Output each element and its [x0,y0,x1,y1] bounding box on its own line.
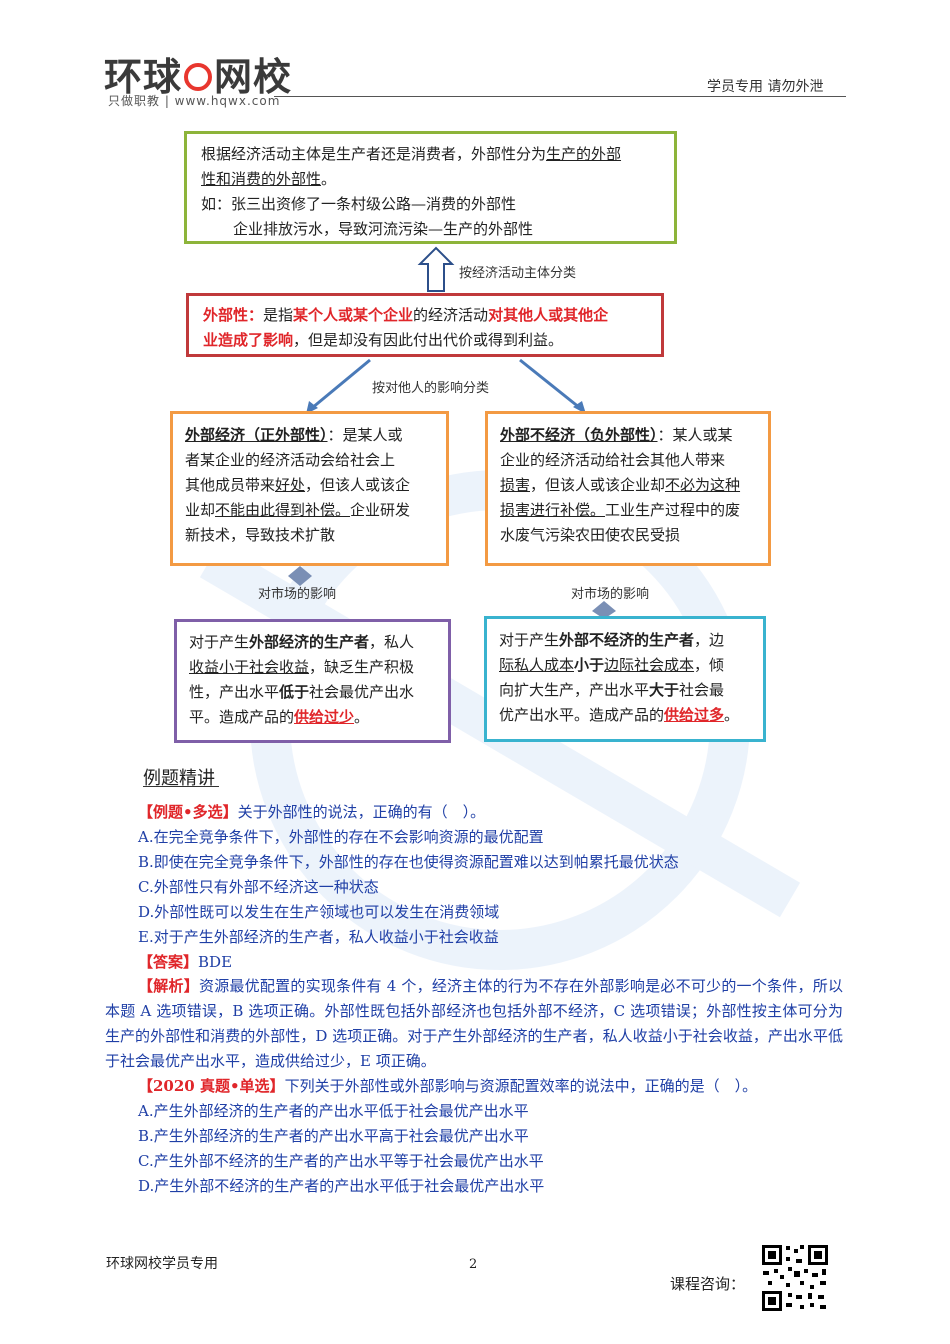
label-market-left: 对市场的影响 [258,587,337,602]
question-1-option: B.即使在完全竞争条件下，外部性的存在也使得资源配置难以达到帕累托最优状态 [138,853,679,871]
label-by-subject: 按经济活动主体分类 [459,266,577,281]
positive-externality-box: 外部经济（正外部性）：是某人或 者某企业的经济活动会给社会上 其他成员带来好处，… [170,411,449,566]
section-title-underline [143,786,219,787]
question-2-option: B.产生外部经济的生产者的产出水平高于社会最优产出水平 [138,1127,529,1145]
negative-externality-box: 外部不经济（负外部性）：某人或某 企业的经济活动给社会其他人带来 损害，但该人或… [485,411,771,566]
positive-market-effect-box: 对于产生外部经济的生产者，私人 收益小于社会收益，缺乏生产积极 性，产出水平低于… [174,619,451,743]
externality-by-subject-box: 根据经济活动主体是生产者还是消费者，外部性分为生产的外部 性和消费的外部性。 如… [184,131,677,244]
brand-logo: 环球网校 [104,55,293,99]
question-2-option: D.产生外部不经济的生产者的产出水平低于社会最优产出水平 [138,1177,545,1195]
question-1-option: E.对于产生外部经济的生产者，私人收益小于社会收益 [138,928,499,946]
left-diagonal-arrow [311,358,371,410]
label-market-right: 对市场的影响 [571,587,650,602]
header-notice: 学员专用 请勿外泄 [707,79,824,95]
right-diagonal-arrow [519,358,581,410]
question-1-option: D.外部性既可以发生在生产领域也可以发生在消费领域 [138,903,500,921]
question-1-analysis: 【解析】资源最优配置的实现条件有 4 个，经济主体的行为不存在外部影响是必不可少… [105,977,843,1070]
down-arrow-left-icon [288,566,312,586]
question-1-option: C.外部性只有外部不经济这一种状态 [138,878,379,896]
label-by-effect: 按对他人的影响分类 [372,381,490,396]
brand-slogan: 只做职教 | www.hqwx.com [108,94,281,108]
externality-definition-box: 外部性：是指某个人或某个企业的经济活动对其他人或其他企 业造成了影响，但是却没有… [186,293,664,357]
logo-circle-icon [184,62,213,91]
footer-brand: 环球网校学员专用 [106,1256,218,1272]
question-2-option: A.产生外部经济的生产者的产出水平低于社会最优产出水平 [138,1102,529,1120]
question-2-stem: 【2020 真题•单选】下列关于外部性或外部影响与资源配置效率的说法中，正确的是… [138,1077,758,1095]
question-1-option: A.在完全竞争条件下，外部性的存在不会影响资源的最优配置 [138,828,544,846]
down-arrow-right-icon [592,601,616,619]
course-consult-label: 课程咨询： [670,1275,746,1293]
page-number: 2 [469,1257,478,1272]
question-1-stem: 【例题•多选】关于外部性的说法，正确的有（ ）。 [138,803,486,821]
question-2-option: C.产生外部不经济的生产者的产出水平等于社会最优产出水平 [138,1152,544,1170]
question-1-answer: 【答案】BDE [138,953,233,971]
up-arrow-icon [417,246,455,292]
negative-market-effect-box: 对于产生外部不经济的生产者，边 际私人成本小于边际社会成本，倾 向扩大生产，产出… [484,616,766,742]
section-title: 例题精讲 [143,768,215,789]
qr-code-icon[interactable] [760,1243,830,1313]
header-divider [274,96,846,97]
